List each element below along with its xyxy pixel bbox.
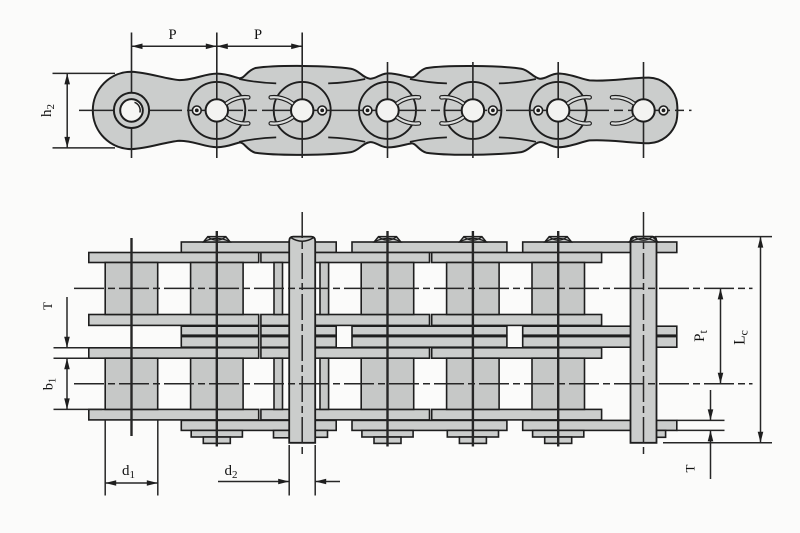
svg-text:P: P xyxy=(168,27,176,43)
svg-text:P: P xyxy=(254,27,262,43)
svg-text:Pt: Pt xyxy=(692,330,710,342)
svg-text:T: T xyxy=(683,464,698,472)
svg-text:T: T xyxy=(40,302,55,310)
svg-text:Lc: Lc xyxy=(732,330,751,345)
